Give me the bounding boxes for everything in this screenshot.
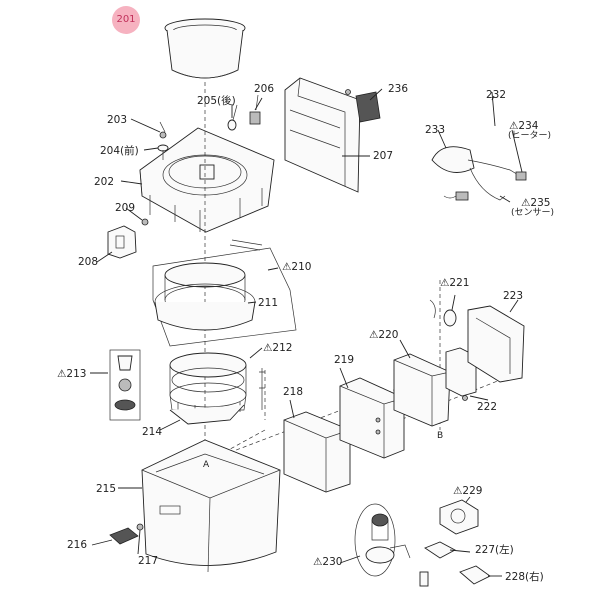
label-228: 228(右) [505, 571, 544, 583]
marker-a: A [203, 460, 210, 470]
marker-b: B [437, 431, 444, 441]
label-215: 215 [96, 483, 117, 495]
label-227: 227(左) [475, 544, 514, 556]
label-216: 216 [67, 539, 88, 551]
rear-panel-207 [284, 77, 361, 193]
panel-223 [467, 305, 525, 383]
highlighted-part-201[interactable]: 201 [112, 6, 140, 34]
label-209: 209 [115, 202, 136, 214]
label-206: 206 [254, 83, 275, 95]
label-207: 207 [373, 150, 394, 162]
label-234: ⚠234 [509, 120, 539, 132]
motor-230 [354, 503, 411, 577]
circuit-board-219 [339, 377, 405, 459]
label-214: 214 [142, 426, 163, 438]
part-228 [459, 565, 491, 585]
label-223: 223 [503, 290, 524, 302]
label-203: 203 [107, 114, 128, 126]
heating-coil-box-210 [152, 239, 297, 347]
screw-203 [159, 131, 167, 139]
label-236: 236 [388, 83, 409, 95]
label-210: ⚠210 [282, 261, 312, 273]
top-frame-202 [139, 127, 275, 233]
wire-harness-233 [431, 146, 527, 201]
cable-tie-232 [491, 91, 496, 127]
label-208: 208 [78, 256, 99, 268]
label-221: ⚠221 [440, 277, 470, 289]
latch-216 [109, 527, 139, 545]
label-235: ⚠235 [521, 197, 551, 209]
fan-229 [439, 499, 479, 535]
label-213: ⚠213 [57, 368, 87, 380]
label-234-sub: (ヒーター) [508, 131, 552, 141]
screw-209 [141, 218, 149, 226]
label-232: 232 [486, 89, 507, 101]
label-230: ⚠230 [313, 556, 343, 568]
label-205: 205(後) [197, 95, 236, 107]
label-211: 211 [258, 297, 279, 309]
label-204: 204(前) [100, 145, 139, 157]
part-206 [249, 111, 261, 125]
part-221 [443, 309, 457, 327]
part-205 [227, 119, 237, 131]
label-235-sub: (センサー) [511, 208, 555, 218]
label-220: ⚠220 [369, 329, 399, 341]
label-217: 217 [138, 555, 159, 567]
bracket-214 [169, 404, 245, 425]
label-202: 202 [94, 176, 115, 188]
label-229: ⚠229 [453, 485, 483, 497]
label-218: 218 [283, 386, 304, 398]
heater-unit-212 [169, 352, 265, 416]
thermostat-213 [109, 349, 141, 421]
inner-pot-201 [164, 18, 246, 79]
bracket-208 [107, 225, 137, 259]
label-219: 219 [334, 354, 355, 366]
label-236 [355, 91, 381, 123]
outer-body-215 [141, 439, 281, 573]
part-217 [136, 523, 144, 531]
label-222: 222 [477, 401, 498, 413]
part-227 [424, 541, 456, 559]
circuit-board-218 [283, 411, 351, 493]
circuit-board-220 [393, 353, 451, 427]
label-212: ⚠212 [263, 342, 293, 354]
label-233: 233 [425, 124, 446, 136]
